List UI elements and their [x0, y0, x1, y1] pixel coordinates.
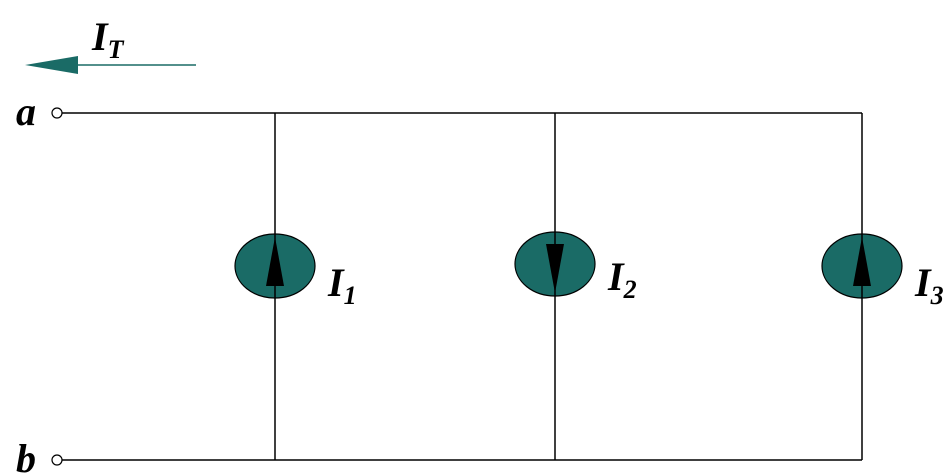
source-2-label: I2: [607, 254, 637, 304]
source-3-label: I3: [914, 260, 944, 310]
current-source-3: [821, 233, 903, 299]
terminal-b-label: b: [16, 436, 36, 475]
arrow-up-icon: [853, 237, 871, 286]
terminal-a-label: a: [16, 89, 36, 134]
current-source-2: [514, 231, 596, 297]
wires: [62, 112, 863, 461]
total-current-arrow: [25, 56, 196, 74]
current-source-1: [234, 233, 316, 299]
terminal-a: [51, 107, 63, 119]
arrow-up-icon: [266, 237, 284, 286]
arrow-down-icon: [546, 244, 564, 293]
terminal-b: [51, 454, 63, 466]
total-current-label: IT: [91, 14, 125, 64]
source-1-label: I1: [327, 260, 357, 310]
